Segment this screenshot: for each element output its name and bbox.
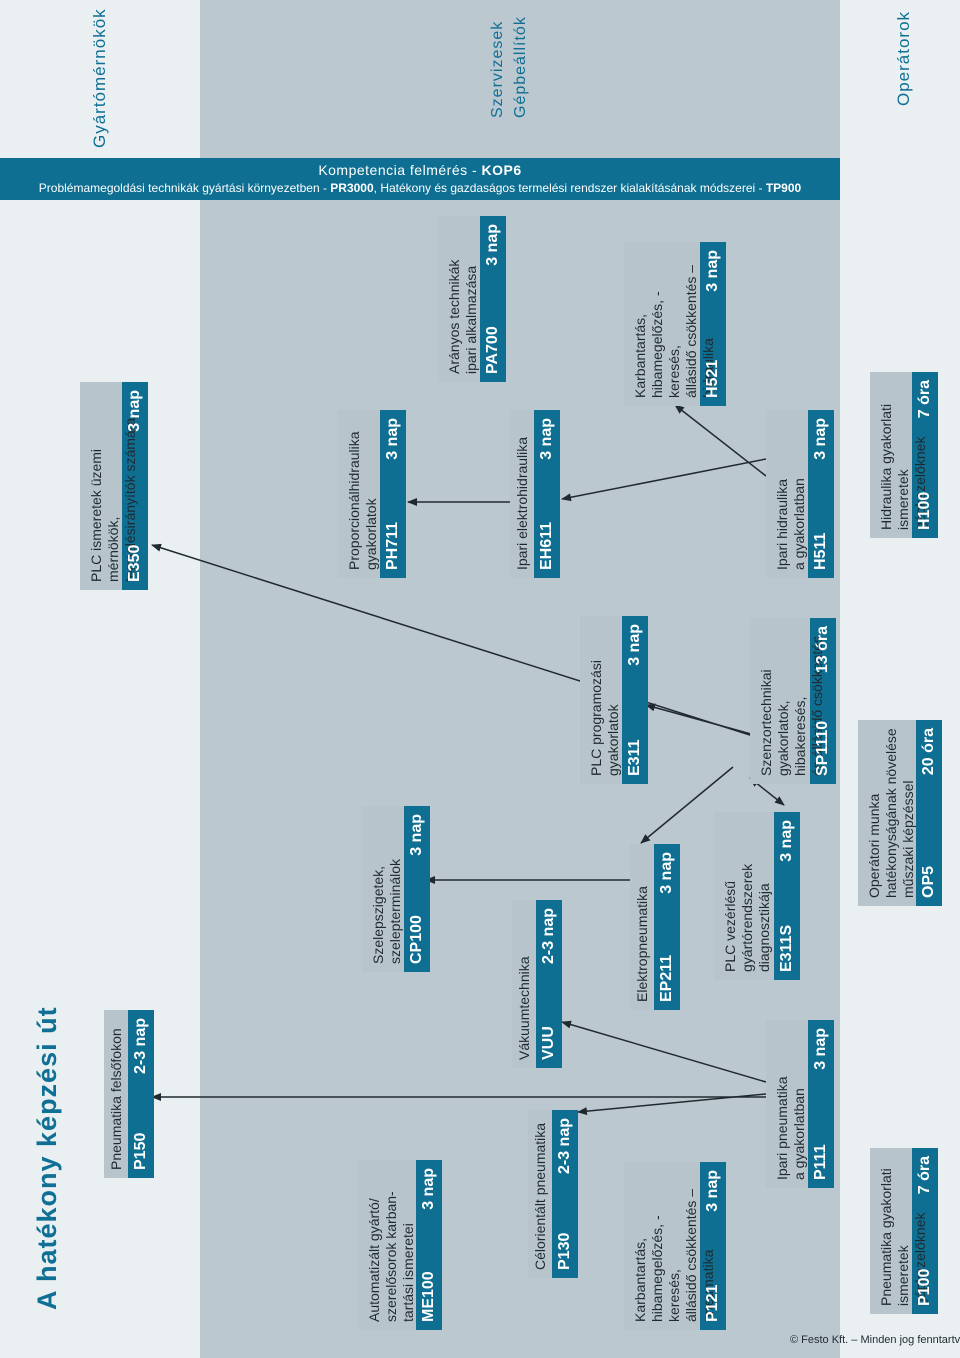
course-duration: 3 nap <box>658 852 675 894</box>
course-duration: 3 nap <box>812 418 829 460</box>
course-description: PLC ismeretek üzemi mérnökök, termelésir… <box>80 382 138 590</box>
course-description: Karbantartás, hibamegelőzés, -keresés, á… <box>624 1162 716 1330</box>
course-code: EH611 <box>538 521 555 570</box>
copyright-notice: © Festo Kft. – Minden jog fenntartva. <box>790 1334 960 1346</box>
banner-kop6-code: KOP6 <box>481 162 522 178</box>
arrow-h511-to-eh611 <box>561 458 767 502</box>
course-code: H511 <box>812 532 829 570</box>
course-duration: 3 nap <box>704 250 721 292</box>
course-description: Automatizált gyártó/ szerelősorok karban… <box>358 1160 416 1330</box>
course-duration: 2-3 nap <box>540 908 557 965</box>
course-code-bar: H511 3 nap <box>808 410 834 578</box>
banner-line1-prefix: Kompetencia felmérés - <box>318 162 482 178</box>
course-code-bar: OP5 20 óra <box>916 720 942 906</box>
course-duration: 3 nap <box>126 390 143 432</box>
banner-line2-text-a: Problémamegoldási technikák gyártási kör… <box>38 181 331 195</box>
course-code-bar: CP100 3 nap <box>404 806 430 972</box>
course-code: ME100 <box>420 1271 437 1322</box>
course-code: OP5 <box>920 865 937 898</box>
course-description: Szenzortechnikai gyakorlatok, hibakeresé… <box>750 618 825 784</box>
course-code-bar: ME100 3 nap <box>416 1160 442 1330</box>
course-duration: 3 nap <box>384 418 401 460</box>
course-description: Proporcionálhidraulika gyakorlatok <box>338 410 380 578</box>
course-code-bar: EP211 3 nap <box>654 844 680 1010</box>
course-code: CP100 <box>408 915 425 964</box>
banner-pr3000-code: PR3000 <box>330 181 374 195</box>
course-code: PA700 <box>484 326 501 374</box>
course-description: Karbantartás, hibamegelőzés, -keresés, á… <box>624 242 716 406</box>
course-description: PLC programozási gyakorlatok <box>580 616 622 784</box>
course-code-bar: P121 3 nap <box>700 1162 726 1330</box>
course-code-bar: P130 2-3 nap <box>552 1110 578 1278</box>
arrow-sp1110-to-e350 <box>151 543 754 737</box>
course-description: Elektropneumatika <box>630 844 654 1010</box>
course-code: H100 <box>916 491 933 530</box>
course-description: Arányos technikák ipari alkalmazása <box>438 216 480 382</box>
course-code-bar: P111 3 nap <box>808 1020 834 1188</box>
course-description: Operátori munka hatékonyságának növelése… <box>858 720 916 906</box>
course-duration: 3 nap <box>420 1168 437 1210</box>
course-duration: 3 nap <box>484 224 501 266</box>
course-duration: 3 nap <box>704 1170 721 1212</box>
course-duration: 20 óra <box>920 728 937 776</box>
course-description: Szelepszigetek, szelepterminálok <box>362 806 404 972</box>
course-description: Ipari hidraulika a gyakorlatban <box>766 410 808 578</box>
course-code: VUU <box>540 1026 557 1060</box>
course-duration: 7 óra <box>916 1156 933 1195</box>
arrow-p111-to-vuu <box>561 1020 767 1083</box>
arrow-h511-to-h521 <box>674 404 767 477</box>
course-code-bar: P150 2-3 nap <box>128 1010 154 1178</box>
course-code: P150 <box>132 1132 149 1170</box>
course-code: P121 <box>704 1284 721 1322</box>
course-description: Pneumatika gyakorlati ismeretek gépkezel… <box>870 1148 928 1314</box>
zone-background-engineers <box>0 0 200 1358</box>
course-duration: 3 nap <box>538 418 555 460</box>
course-duration: 7 óra <box>916 380 933 419</box>
course-code-bar: VUU 2-3 nap <box>536 900 562 1068</box>
course-code: P111 <box>812 1144 829 1180</box>
course-description: Vákuumtechnika <box>512 900 536 1068</box>
course-description: Hidraulika gyakorlati ismeretek gépkezel… <box>870 372 928 538</box>
course-code: H521 <box>704 359 721 398</box>
course-description: Ipari pneumatika a gyakorlatban <box>766 1020 808 1188</box>
course-code-bar: PH711 3 nap <box>380 410 406 578</box>
assessment-banner: Kompetencia felmérés - KOP6 Problémamego… <box>0 158 840 200</box>
course-code-bar: E311S 3 nap <box>774 812 800 980</box>
course-code: P130 <box>556 1232 573 1270</box>
course-duration: 3 nap <box>626 624 643 666</box>
course-code: E311S <box>778 924 795 972</box>
course-duration: 2-3 nap <box>132 1018 149 1075</box>
course-code-bar: PA700 3 nap <box>480 216 506 382</box>
course-code: P100 <box>916 1268 933 1306</box>
course-duration: 13 óra <box>814 626 831 674</box>
banner-line1: Kompetencia felmérés - KOP6 <box>0 158 840 180</box>
course-duration: 3 nap <box>778 820 795 862</box>
course-duration: 3 nap <box>812 1028 829 1070</box>
course-duration: 3 nap <box>408 814 425 856</box>
arrow-sp1110-to-ep211 <box>640 766 734 844</box>
course-description: Ipari elektrohidraulika <box>510 410 534 578</box>
course-code-bar: E311 3 nap <box>622 616 648 784</box>
arrow-p111-to-p130 <box>577 1093 767 1116</box>
zone-background-operators <box>840 0 960 1358</box>
course-code: EP211 <box>658 954 675 1002</box>
course-code-bar: EH611 3 nap <box>534 410 560 578</box>
course-code: SP1110 <box>814 720 831 776</box>
course-code: PH711 <box>384 521 401 570</box>
zone-background-service <box>200 0 840 1358</box>
banner-line2-text-b: , Hatékony és gazdaságos termelési rends… <box>373 181 766 195</box>
course-code: E350 <box>126 544 143 582</box>
course-code: E311 <box>626 739 643 776</box>
course-code-bar: H521 3 nap <box>700 242 726 406</box>
course-description: PLC vezérlésű gyártórendszerek diagnoszt… <box>714 812 774 980</box>
course-description: Pneumatika felsőfokon <box>104 1010 128 1178</box>
course-duration: 2-3 nap <box>556 1118 573 1175</box>
banner-line2: Problémamegoldási technikák gyártási kör… <box>0 180 840 197</box>
course-description: Célorientált pneumatika <box>528 1110 552 1278</box>
banner-tp900-code: TP900 <box>765 181 802 195</box>
